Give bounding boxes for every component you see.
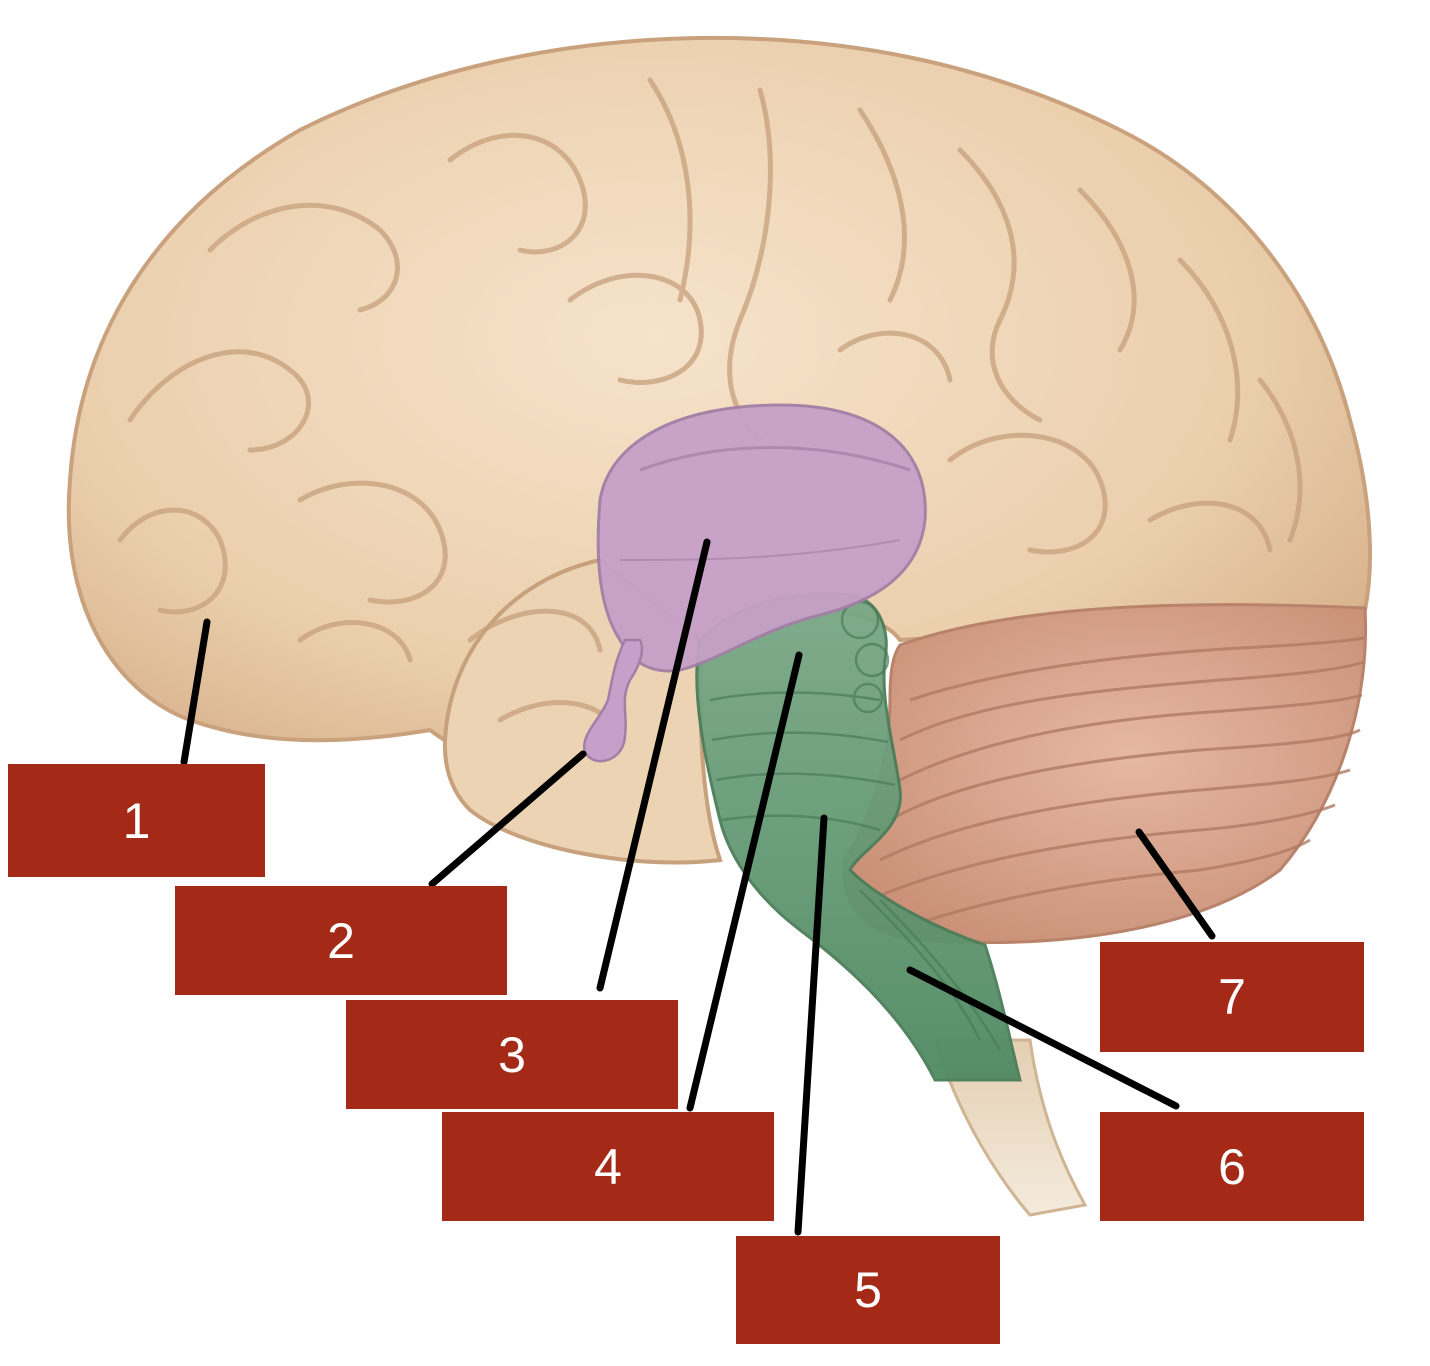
leader-line-2 [428, 750, 587, 888]
label-box-7[interactable]: 7 [1100, 942, 1364, 1052]
label-number-4: 4 [594, 1138, 622, 1195]
label-number-5: 5 [854, 1262, 882, 1318]
label-number-3: 3 [498, 1026, 526, 1083]
label-box-4[interactable]: 4 [442, 1112, 774, 1221]
label-number-7: 7 [1218, 969, 1246, 1025]
label-box-1[interactable]: 1 [8, 764, 265, 877]
leader-line-5 [794, 814, 828, 1236]
cerebellum-folia [869, 636, 1365, 932]
label-number-2: 2 [327, 912, 355, 969]
leader-line-4 [686, 651, 803, 1112]
label-number-1: 1 [122, 792, 151, 849]
label-box-5[interactable]: 5 [736, 1236, 1000, 1344]
brainstem [695, 592, 1022, 1082]
leader-line-3 [596, 538, 711, 992]
leader-line-6 [906, 966, 1180, 1110]
brainstem-texture [709, 600, 1002, 1051]
label-number-6: 6 [1218, 1138, 1246, 1195]
leader-lines [180, 538, 1216, 1236]
cerebellum [842, 603, 1368, 944]
label-box-2[interactable]: 2 [175, 886, 507, 995]
label-box-3[interactable]: 3 [346, 1000, 678, 1109]
leader-line-1 [180, 618, 211, 766]
leader-line-7 [1135, 828, 1216, 940]
pituitary-stalk [582, 638, 644, 763]
diencephalon [596, 403, 927, 673]
gyri-folds [117, 77, 1303, 743]
label-box-6[interactable]: 6 [1100, 1112, 1364, 1221]
spinal-cord [932, 1038, 1088, 1217]
